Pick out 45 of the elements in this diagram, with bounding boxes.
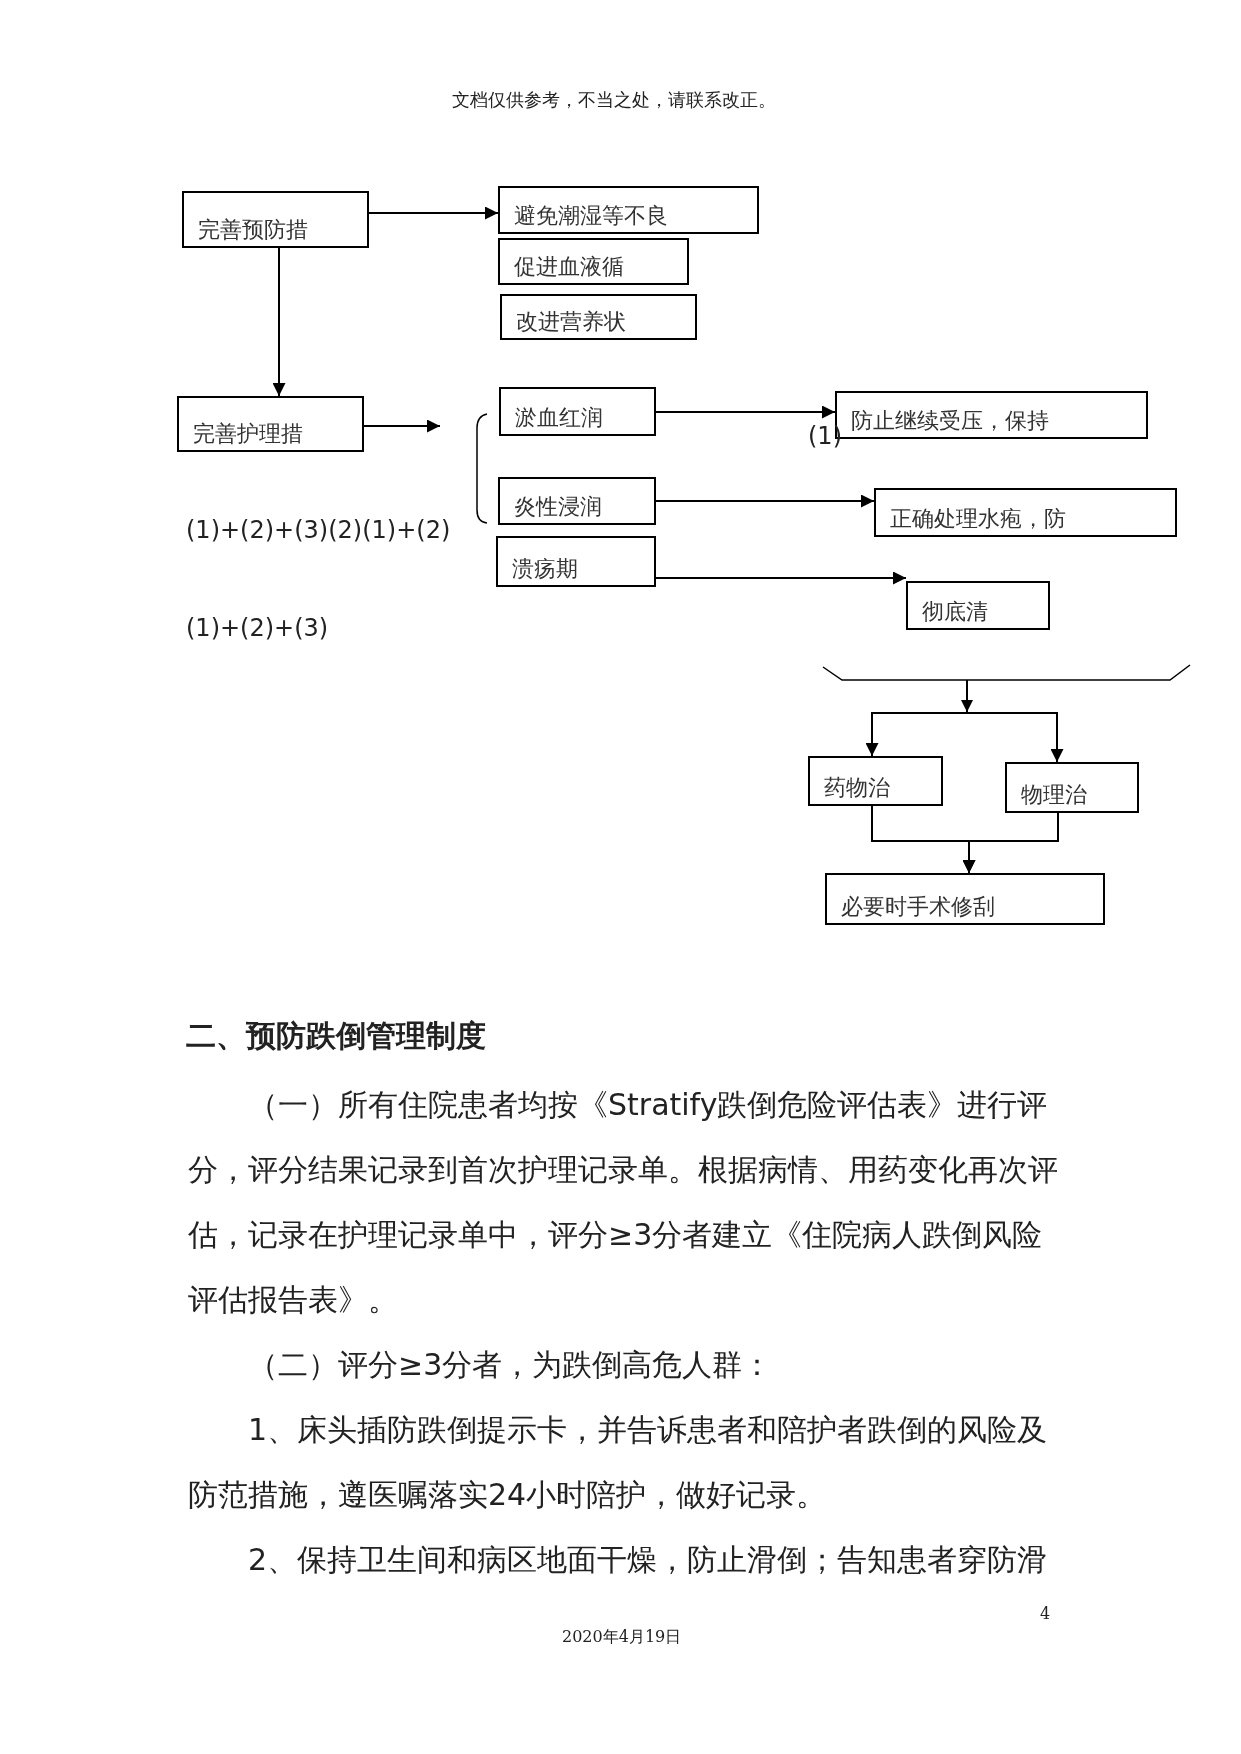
arrow bbox=[962, 812, 1059, 874]
process-box bbox=[874, 488, 1177, 537]
box-label: 防止继续受压，保持 bbox=[851, 408, 1049, 434]
process-box bbox=[498, 477, 656, 525]
arrow bbox=[655, 494, 875, 508]
process-box bbox=[498, 238, 689, 285]
box-label: 完善预防措 bbox=[198, 217, 308, 243]
process-box bbox=[808, 756, 943, 806]
page-number: 4 bbox=[1040, 1604, 1051, 1623]
process-box bbox=[906, 581, 1050, 630]
box-label: 避免潮湿等不良 bbox=[514, 203, 668, 229]
arrow bbox=[272, 247, 286, 397]
box-label: 溃疡期 bbox=[512, 556, 578, 582]
arrow bbox=[368, 206, 499, 220]
box-label: 炎性浸润 bbox=[514, 494, 602, 520]
box-label: 物理治 bbox=[1021, 782, 1087, 808]
box-label: 彻底清 bbox=[922, 599, 988, 625]
process-box bbox=[177, 396, 364, 452]
process-box bbox=[499, 387, 656, 436]
section-heading: 二、预防跌倒管理制度 bbox=[186, 1017, 486, 1055]
box-label: 药物治 bbox=[824, 775, 890, 801]
paragraph: 1、床头插防跌倒提示卡，并告诉患者和陪护者跌倒的风险及防范措施，遵医嘱落实24小时陪护，做好记录。 bbox=[188, 1411, 1049, 1514]
formula-text: (1)+(2)+(3) bbox=[186, 614, 329, 642]
paragraph: （二）评分≥3分者，为跌倒高危人群： bbox=[247, 1346, 774, 1384]
process-box bbox=[498, 186, 759, 234]
box-label: 促进血液循 bbox=[514, 254, 624, 280]
arrow bbox=[363, 419, 441, 433]
box-label: 改进营养状 bbox=[516, 309, 626, 335]
process-box bbox=[500, 294, 697, 340]
process-box bbox=[496, 536, 656, 587]
process-box bbox=[825, 873, 1105, 925]
header-note: 文档仅供参考，不当之处，请联系改正。 bbox=[452, 88, 776, 112]
box-label: 完善护理措 bbox=[193, 421, 303, 447]
process-box bbox=[1005, 762, 1139, 813]
step-number: (1) bbox=[808, 422, 842, 450]
box-label: 正确处理水疱，防 bbox=[890, 506, 1066, 532]
formula-text: (1)+(2)+(3)(2)(1)+(2) bbox=[186, 516, 451, 544]
box-label: 淤血红润 bbox=[515, 405, 603, 431]
arrow bbox=[655, 405, 836, 419]
process-box bbox=[182, 191, 369, 248]
box-label: 必要时手术修刮 bbox=[841, 894, 995, 920]
paragraph: （一）所有住院患者均按《Stratify跌倒危险评估表》进行评分，评分结果记录到首次护理记录单。根据病情、用药变化再次评估，记录在护理记录单中，评分≥3分者建立《住院病人跌倒风险评估报告表》。 bbox=[188, 1086, 1059, 1319]
arrow bbox=[655, 571, 907, 585]
date-text: 2020年4月19日 bbox=[562, 1627, 682, 1648]
paragraph: 2、保持卫生间和病区地面干燥，防止滑倒；告知患者穿防滑 bbox=[247, 1541, 1049, 1579]
